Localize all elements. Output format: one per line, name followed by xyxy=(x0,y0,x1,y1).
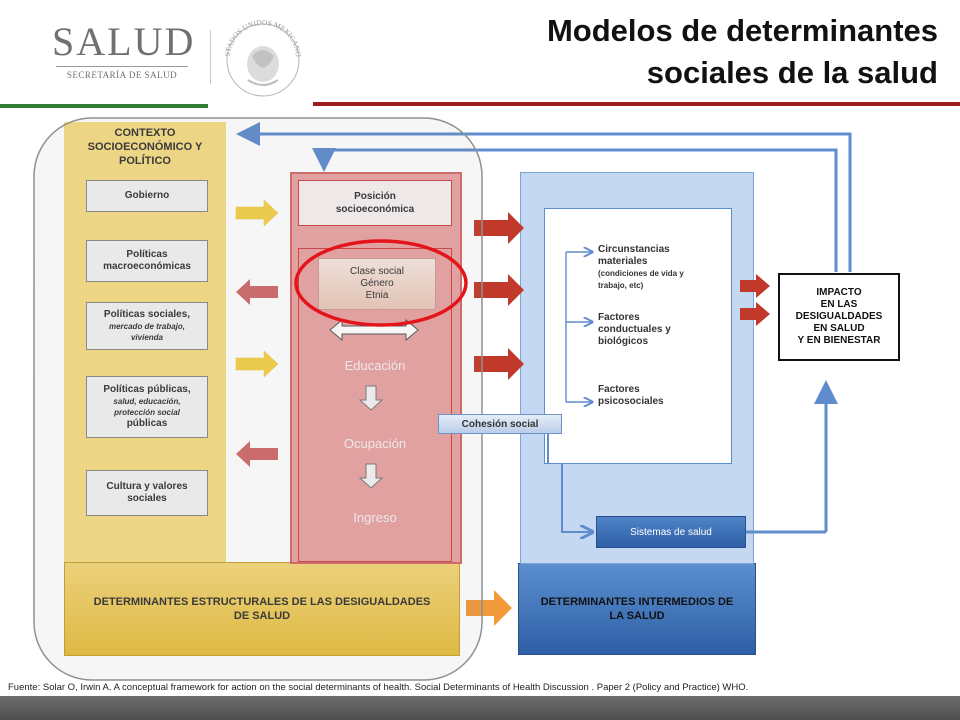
politicas-sociales-line-2: mercado de trabajo, xyxy=(109,321,185,332)
yellow-arrow-2 xyxy=(235,350,279,378)
position-inner-frame xyxy=(298,248,452,562)
box-impacto: IMPACTO EN LAS DESIGUALDADES EN SALUD Y … xyxy=(778,273,900,361)
red-right-arrow-2 xyxy=(474,274,524,306)
red-left-arrow-2 xyxy=(236,441,278,467)
box-gobierno: Gobierno xyxy=(86,180,208,212)
educacion-label: Educación xyxy=(298,358,452,373)
box-sistemas-de-salud: Sistemas de salud xyxy=(596,516,746,548)
mexico-seal-icon: ESTADOS UNIDOS MEXICANOS xyxy=(218,14,303,97)
down-arrow-1 xyxy=(358,385,384,411)
red-left-arrow-1 xyxy=(236,279,278,305)
etnia-label: Etnia xyxy=(366,290,389,302)
box-politicas-macroeconomicas: Políticas macroeconómicas xyxy=(86,240,208,282)
politicas-macro-line-1: Políticas xyxy=(126,249,167,261)
structural-line-1: DETERMINANTES ESTRUCTURALES DE LAS DESIG… xyxy=(94,595,431,609)
politicas-publicas-line-4: públicas xyxy=(127,418,168,430)
fact-line-3: biológicos xyxy=(598,336,648,347)
yellow-arrow-1 xyxy=(235,199,279,227)
red-right-arrow-1 xyxy=(474,212,524,244)
title-line-1: Modelos de determinantes xyxy=(546,13,938,48)
ingreso-label: Ingreso xyxy=(298,510,452,525)
politicas-publicas-line-3: protección social xyxy=(114,407,180,418)
logo-underline xyxy=(56,66,188,67)
gobierno-label: Gobierno xyxy=(125,190,169,202)
sistemas-label: Sistemas de salud xyxy=(630,526,712,538)
header-green-bar xyxy=(0,104,208,108)
intermediate-factors-box xyxy=(544,208,732,464)
impacto-line-1: IMPACTO xyxy=(816,287,862,298)
box-cultura-valores: Cultura y valores sociales xyxy=(86,470,208,516)
politicas-macro-line-2: macroeconómicas xyxy=(103,261,191,273)
politicas-publicas-line-1: Políticas públicas, xyxy=(103,384,190,396)
context-title: CONTEXTO SOCIOECONÓMICO Y POLÍTICO xyxy=(64,126,226,168)
logo-sub-text: SECRETARÍA DE SALUD xyxy=(66,70,178,80)
impacto-line-5: Y EN BIENESTAR xyxy=(797,335,881,346)
ocupacion-label: Ocupación xyxy=(298,436,452,451)
cultura-line-1: Cultura y valores xyxy=(106,481,187,493)
context-title-line-3: POLÍTICO xyxy=(64,154,226,168)
posicion-line-1: Posición xyxy=(336,190,414,203)
circunstancias-materiales-text: Circunstancias materiales (condiciones d… xyxy=(598,244,684,292)
politicas-sociales-line-1: Políticas sociales, xyxy=(104,309,190,321)
context-title-line-2: SOCIOECONÓMICO Y xyxy=(64,140,226,154)
down-arrow-2 xyxy=(358,463,384,489)
logo-divider xyxy=(210,30,211,84)
feedback-line-outer xyxy=(236,122,852,272)
title-line-2: sociales de la salud xyxy=(646,55,938,90)
impact-arrow-2 xyxy=(740,302,770,326)
genero-label: Género xyxy=(360,278,393,290)
factores-psicosociales-text: Factores psicosociales xyxy=(598,384,664,408)
salud-logo: SALUD SECRETARÍA DE SALUD xyxy=(52,18,196,88)
impacto-line-3: DESIGUALDADES xyxy=(795,311,883,322)
box-politicas-publicas: Políticas públicas, salud, educación, pr… xyxy=(86,376,208,438)
box-cohesion-social: Cohesión social xyxy=(438,414,562,434)
circ-to-sistemas-line xyxy=(561,464,592,532)
politicas-publicas-line-2: salud, educación, xyxy=(113,396,180,407)
circ-line-2: materiales xyxy=(598,256,648,267)
circ-line-4: trabajo, etc) xyxy=(598,281,644,290)
factores-conductuales-text: Factores conductuales y biológicos xyxy=(598,312,671,348)
orange-arrow xyxy=(466,590,512,626)
psico-line-1: Factores xyxy=(598,384,640,395)
fact-line-2: conductuales y xyxy=(598,324,671,335)
impact-arrow-1 xyxy=(740,274,770,298)
context-title-line-1: CONTEXTO xyxy=(64,126,226,140)
clase-label: Clase social xyxy=(350,266,404,278)
footer-strip xyxy=(0,696,960,720)
fact-line-1: Factores xyxy=(598,312,640,323)
impacto-line-4: EN SALUD xyxy=(813,323,865,334)
structural-line-2: DE SALUD xyxy=(94,609,431,623)
cohesion-label: Cohesión social xyxy=(461,418,539,430)
impacto-line-2: EN LAS xyxy=(820,299,858,310)
logo-main-text: SALUD xyxy=(52,19,196,64)
cultura-line-2: sociales xyxy=(127,493,166,505)
double-arrow-icon xyxy=(329,318,419,342)
intermediate-line-1: DETERMINANTES INTERMEDIOS DE xyxy=(540,596,734,608)
posicion-line-2: socioeconómica xyxy=(336,203,414,216)
politicas-sociales-line-3: vivienda xyxy=(131,332,163,343)
red-right-arrow-3 xyxy=(474,348,524,380)
psico-line-2: psicosociales xyxy=(598,396,664,407)
feedback-line-inner xyxy=(312,148,838,272)
structural-grouping-outline xyxy=(33,117,483,681)
structural-determinants-bar: DETERMINANTES ESTRUCTURALES DE LAS DESIG… xyxy=(64,562,460,656)
circ-line-3: (condiciones de vida y xyxy=(598,269,684,278)
page-title: Modelos de determinantes sociales de la … xyxy=(547,10,938,94)
box-clase-genero-etnia: Clase social Género Etnia xyxy=(318,258,436,310)
header-red-bar xyxy=(313,102,960,106)
intermediate-line-2: LA SALUD xyxy=(609,610,665,622)
position-column xyxy=(290,172,462,564)
box-politicas-sociales: Políticas sociales, mercado de trabajo, … xyxy=(86,302,208,350)
source-citation: Fuente: Solar O, Irwin A. A conceptual f… xyxy=(8,682,749,693)
highlight-ellipse xyxy=(294,239,468,327)
circ-line-1: Circunstancias xyxy=(598,244,670,255)
box-posicion-socioeconomica: Posición socioeconómica xyxy=(298,180,452,226)
intermediate-determinants-bar: DETERMINANTES INTERMEDIOS DE LA SALUD xyxy=(518,563,756,655)
